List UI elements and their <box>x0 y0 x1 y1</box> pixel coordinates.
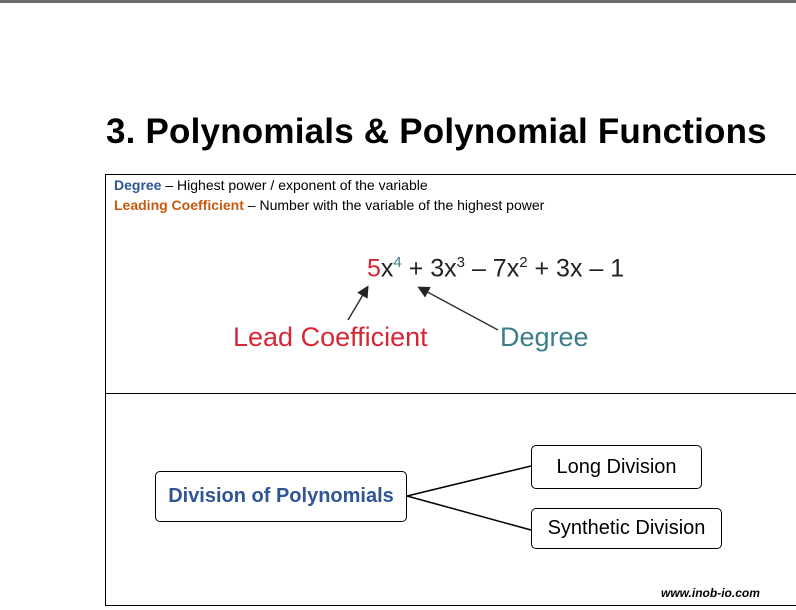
degree-label: Degree <box>500 322 589 352</box>
equation-term: – 7x <box>465 254 520 283</box>
equation-variable: x <box>380 254 394 283</box>
leading-coefficient-value: 5 <box>367 254 381 283</box>
long-division-box: Long Division <box>531 445 702 489</box>
degree-exponent: 4 <box>393 254 402 271</box>
leading-coefficient-definition: Leading Coefficient – Number with the va… <box>114 197 544 213</box>
polynomial-equation: 5x4 + 3x3 – 7x2 + 3x – 1 <box>367 254 624 283</box>
connector-long <box>406 465 532 497</box>
content-table <box>105 174 796 606</box>
degree-term: Degree <box>114 177 162 193</box>
equation-term: + 3x – 1 <box>527 254 625 283</box>
lead-arrow <box>347 285 369 321</box>
synthetic-division-box: Synthetic Division <box>531 508 722 549</box>
degree-description: – Highest power / exponent of the variab… <box>161 177 428 193</box>
degree-definition: Degree – Highest power / exponent of the… <box>114 177 428 193</box>
page-title: 3. Polynomials & Polynomial Functions <box>106 112 767 151</box>
equation-term: + 3x <box>401 254 457 283</box>
leading-coefficient-term: Leading Coefficient <box>114 197 244 213</box>
equation-exponent: 3 <box>456 254 465 271</box>
connector-synthetic <box>406 495 532 531</box>
equation-exponent: 2 <box>519 254 528 271</box>
watermark: www.inob-io.com <box>661 586 760 600</box>
division-of-polynomials-box: Division of Polynomials <box>155 471 407 522</box>
leading-coefficient-description: – Number with the variable of the highes… <box>243 197 545 213</box>
top-border <box>0 0 796 3</box>
row-divider <box>105 393 796 394</box>
lead-coefficient-label: Lead Coefficient <box>233 322 428 352</box>
degree-arrow <box>417 286 499 331</box>
